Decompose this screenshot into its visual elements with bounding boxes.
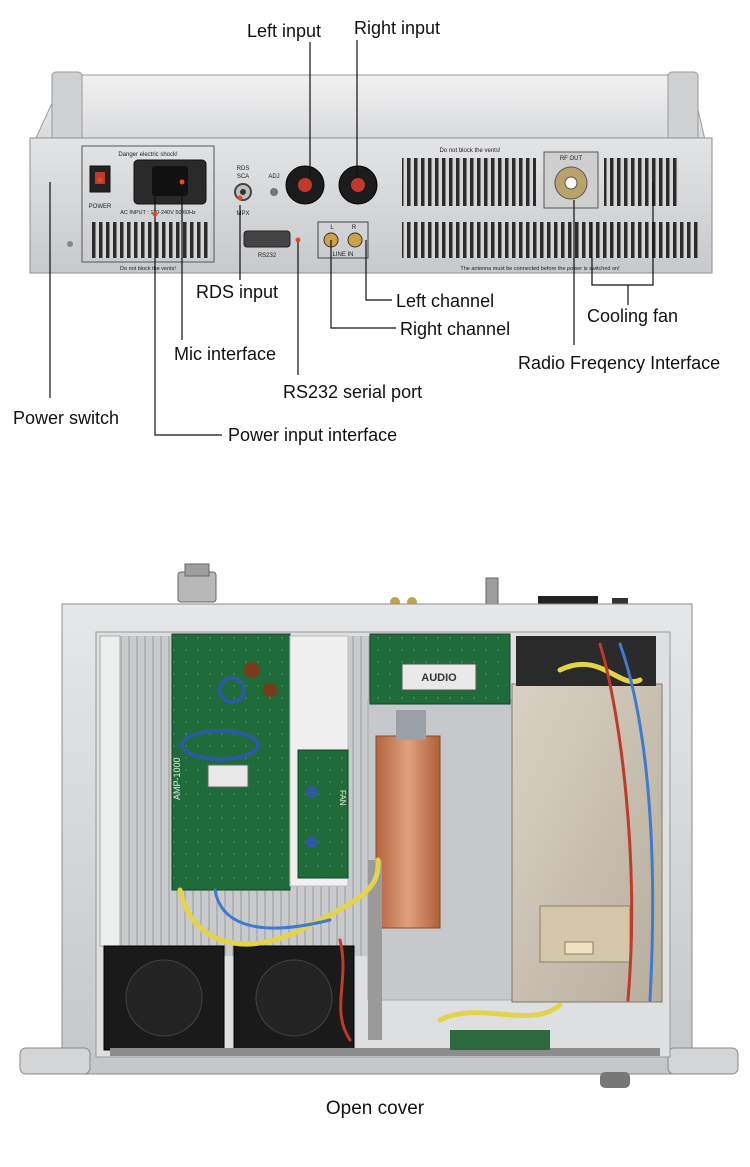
callout-mic-interface: Mic interface: [174, 344, 277, 364]
callout-rds-input: RDS input: [196, 282, 279, 302]
callout-cooling-fan: Cooling fan: [587, 306, 679, 326]
amp-board-label: AMP-1000: [172, 757, 182, 800]
mpx-label: MPX: [236, 211, 249, 217]
ac-input-label: AC INPUT : 110-240V 50/60Hz: [120, 210, 196, 216]
l-label: L: [330, 225, 334, 231]
rf-out-label: RF OUT: [560, 156, 583, 162]
callout-power-input-interface: Power input interface: [228, 425, 398, 445]
rs232-panel-label: RS232: [258, 253, 277, 259]
callout-right-input: Right input: [354, 18, 441, 38]
callout-rs232-serial-port: RS232 serial port: [283, 382, 423, 402]
callout-power-switch: Power switch: [13, 408, 120, 428]
fan-board-label: FAN: [338, 790, 347, 806]
rds-label: RDS: [237, 166, 250, 172]
r-label: R: [352, 225, 357, 231]
no-block-right-label: Do not block the vents!: [439, 148, 500, 154]
no-block-left-label: Do not block the vents!: [120, 266, 176, 272]
open-cover-photo: AMP-1000 FAN AUDIO: [19, 563, 739, 1088]
callout-right-channel: Right channel: [400, 319, 511, 339]
callout-left-channel: Left channel: [396, 291, 495, 311]
danger-label: Danger electric shock!: [118, 152, 178, 158]
callout-left-input: Left input: [247, 21, 322, 41]
line-in-label: LINE IN: [332, 252, 353, 258]
power-label: POWER: [89, 204, 112, 210]
rear-panel-photo: Danger electric shock! POWER AC INPUT : …: [29, 40, 713, 436]
callout-radio-frequency-interface: Radio Freqency Interface: [518, 353, 721, 373]
antenna-warning-label: The antenna must be connected before the…: [460, 266, 620, 272]
audio-board-label: AUDIO: [421, 672, 457, 684]
caption-open-cover: Open cover: [325, 1098, 425, 1119]
sca-label: SCA: [237, 174, 249, 180]
adj-label: ADJ: [268, 174, 279, 180]
